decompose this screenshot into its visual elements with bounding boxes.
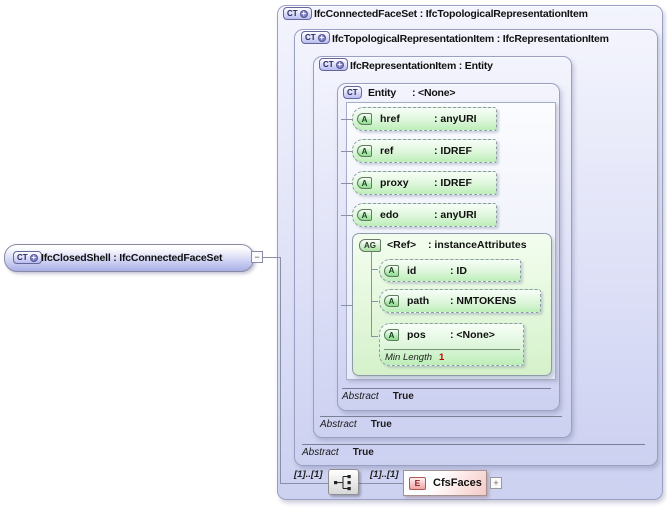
connector-line xyxy=(371,252,372,337)
box-title-Entity: Entity xyxy=(368,87,396,99)
global-type-label: IfcClosedShell : IfcConnectedFaceSet xyxy=(41,252,223,264)
connector-line xyxy=(371,301,378,302)
abstract-label: Abstract xyxy=(342,391,379,402)
attribute-group-name: <Ref> xyxy=(387,239,417,251)
connector-line xyxy=(341,183,352,184)
attribute-name: href xyxy=(380,113,400,125)
ct-badge[interactable]: CT xyxy=(343,86,362,99)
attribute-badge: A xyxy=(357,209,372,221)
ct-plus-badge[interactable]: CT + xyxy=(301,31,330,44)
attribute-name: proxy xyxy=(380,177,409,189)
ct-badge-label: CT xyxy=(287,9,298,18)
facet-separator xyxy=(384,349,520,350)
attribute-group-badge: AG xyxy=(359,239,381,252)
abstract-label: Abstract xyxy=(302,447,339,458)
attribute-type: : anyURI xyxy=(434,113,477,125)
attribute-badge: A xyxy=(357,177,372,189)
ct-plus-badge[interactable]: CT + xyxy=(13,251,42,264)
attribute-badge: A xyxy=(357,113,372,125)
attribute-name: id xyxy=(407,264,417,277)
ct-badge-label: CT xyxy=(17,253,28,262)
attribute-name: ref xyxy=(380,145,394,157)
attribute-pos[interactable]: A pos : <None> Min Length 1 xyxy=(379,323,524,366)
connector-line xyxy=(357,483,403,484)
ct-badge-label: CT xyxy=(323,60,334,69)
element-name: CfsFaces xyxy=(433,477,482,489)
attribute-name: edo xyxy=(380,209,399,221)
attribute-group-type: : instanceAttributes xyxy=(428,239,527,251)
abstract-facet-IfcRepresentationItem: Abstract True xyxy=(320,416,562,430)
attribute-badge: A xyxy=(384,264,399,277)
abstract-facet-IfcTopologicalRepresentationItem: Abstract True xyxy=(302,444,645,458)
abstract-label: Abstract xyxy=(320,419,357,430)
ct-badge-label: CT xyxy=(347,88,358,97)
box-type-Entity: : <None> xyxy=(412,87,456,99)
connector-line xyxy=(263,257,280,258)
attribute-badge: A xyxy=(357,145,372,157)
box-title-IfcTopologicalRepresentationItem: IfcTopologicalRepresentationItem : IfcRe… xyxy=(332,33,609,45)
connector-line xyxy=(280,483,328,484)
element-CfsFaces[interactable]: E CfsFaces xyxy=(403,470,487,496)
facet-minlength-value: 1 xyxy=(439,352,445,363)
attribute-type: : anyURI xyxy=(434,209,477,221)
ct-plus-badge[interactable]: CT + xyxy=(283,7,312,20)
attribute-href[interactable]: A href : anyURI xyxy=(352,107,497,131)
expand-plus-icon[interactable]: + xyxy=(317,32,326,42)
abstract-facet-Entity: Abstract True xyxy=(342,388,551,402)
attribute-type: : IDREF xyxy=(434,145,472,157)
attribute-id[interactable]: A id : ID xyxy=(379,259,521,282)
attribute-edo[interactable]: A edo : anyURI xyxy=(352,203,497,227)
attribute-path[interactable]: A path : NMTOKENS xyxy=(379,289,541,313)
abstract-value: True xyxy=(392,391,414,402)
ct-plus-badge[interactable]: CT + xyxy=(319,58,348,71)
connector-line xyxy=(280,257,281,484)
attribute-badge: A xyxy=(384,329,399,341)
box-title-IfcRepresentationItem: IfcRepresentationItem : Entity xyxy=(350,60,493,72)
attribute-ref[interactable]: A ref : IDREF xyxy=(352,139,497,163)
attribute-name: pos xyxy=(407,329,426,341)
attribute-type: : NMTOKENS xyxy=(450,295,517,307)
expand-plus-icon[interactable]: + xyxy=(335,59,344,69)
expand-plus-icon[interactable]: + xyxy=(299,8,308,18)
box-title-IfcConnectedFaceSet: IfcConnectedFaceSet : IfcTopologicalRepr… xyxy=(314,8,588,20)
connector-line xyxy=(341,119,352,120)
ct-badge-label: CT xyxy=(305,33,316,42)
attribute-badge: A xyxy=(384,295,399,307)
expand-plus-icon[interactable]: + xyxy=(29,252,38,262)
connector-line xyxy=(371,269,378,270)
global-type-IfcClosedShell[interactable]: CT + IfcClosedShell : IfcConnectedFaceSe… xyxy=(4,244,254,272)
attribute-type: : IDREF xyxy=(434,177,472,189)
facet-minlength-label: Min Length xyxy=(385,352,433,363)
connector-line xyxy=(371,336,378,337)
occurrence-label: [1]..[1] xyxy=(370,469,399,480)
connector-line xyxy=(341,151,352,152)
attribute-type: : <None> xyxy=(450,329,495,341)
connector-line xyxy=(341,305,352,306)
collapse-handle[interactable]: − xyxy=(251,251,263,263)
abstract-value: True xyxy=(352,447,374,458)
connector-line xyxy=(341,215,352,216)
attribute-group-Ref[interactable]: AG <Ref> : instanceAttributes A id : ID … xyxy=(352,233,552,376)
element-badge: E xyxy=(409,476,426,490)
sequence-icon xyxy=(334,474,351,490)
expand-button[interactable]: + xyxy=(490,477,502,489)
attribute-proxy[interactable]: A proxy : IDREF xyxy=(352,171,497,195)
attribute-name: path xyxy=(407,295,430,307)
occurrence-label: [1]..[1] xyxy=(294,469,323,480)
sequence-compositor[interactable] xyxy=(328,469,359,495)
attribute-type: : ID xyxy=(450,264,467,277)
abstract-value: True xyxy=(370,419,392,430)
